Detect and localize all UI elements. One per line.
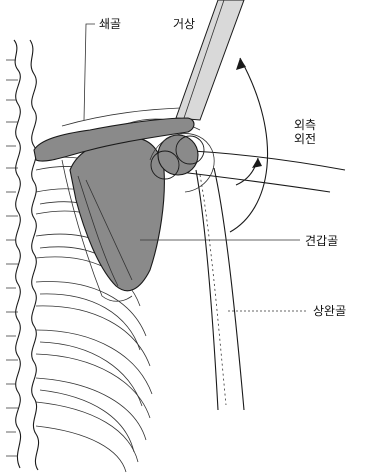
external-rotation-label: 외측 외전	[294, 118, 334, 146]
spine	[6, 40, 39, 470]
humerus-bone	[196, 168, 244, 410]
external-rotation-line-1: 외측	[294, 118, 334, 132]
scapula-label: 견갑골	[305, 234, 338, 248]
clavicle-label: 쇄골	[99, 17, 121, 31]
elevation-label: 거상	[173, 17, 195, 31]
external-rotation-line-2: 외전	[294, 132, 334, 146]
humerus-label: 상완골	[313, 304, 346, 318]
elevation-arrow	[230, 58, 268, 232]
